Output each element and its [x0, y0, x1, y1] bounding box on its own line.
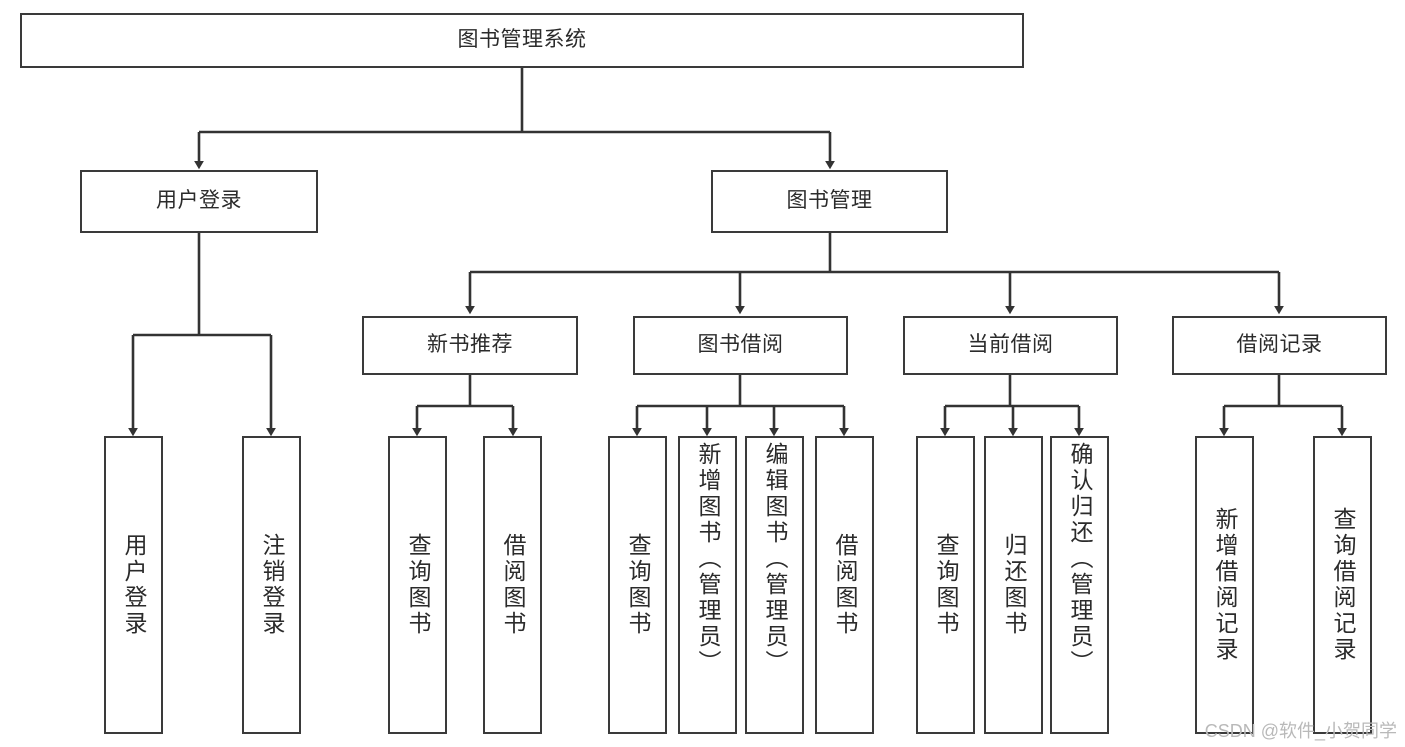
node-leaf-return-book[interactable]: 归还图书 — [984, 436, 1043, 734]
node-label: 借阅记录 — [1236, 333, 1323, 357]
node-borrow-record[interactable]: 借阅记录 — [1172, 316, 1387, 375]
node-leaf-query-record[interactable]: 查询借阅记录 — [1313, 436, 1372, 734]
node-leaf-add-book[interactable]: 新增图书（管理员） — [678, 436, 737, 734]
node-label: 查询图书 — [625, 533, 651, 637]
node-label: 新书推荐 — [427, 333, 513, 357]
node-label: 图书管理 — [786, 189, 873, 213]
node-label: 确认归还（管理员） — [1067, 442, 1093, 676]
watermark-text: CSDN @软件_小贺同学 — [1204, 721, 1397, 741]
node-leaf-borrow-book-2[interactable]: 借阅图书 — [815, 436, 874, 734]
node-label: 图书管理系统 — [457, 28, 587, 52]
node-leaf-confirm-return[interactable]: 确认归还（管理员） — [1050, 436, 1109, 734]
node-label: 查询图书 — [933, 533, 959, 637]
node-user-login[interactable]: 用户登录 — [80, 170, 318, 233]
node-leaf-user-login[interactable]: 用户登录 — [104, 436, 163, 734]
node-label: 借阅图书 — [500, 533, 526, 637]
node-label: 图书借阅 — [697, 333, 784, 357]
node-book-borrow[interactable]: 图书借阅 — [633, 316, 848, 375]
node-label: 新增借阅记录 — [1212, 507, 1238, 663]
node-book-manage[interactable]: 图书管理 — [711, 170, 948, 233]
node-label: 查询借阅记录 — [1330, 507, 1356, 663]
node-leaf-query-book-2[interactable]: 查询图书 — [608, 436, 667, 734]
node-root-system[interactable]: 图书管理系统 — [20, 13, 1024, 68]
node-label: 注销登录 — [259, 533, 285, 637]
node-label: 归还图书 — [1001, 533, 1027, 637]
node-leaf-query-book-3[interactable]: 查询图书 — [916, 436, 975, 734]
node-leaf-edit-book[interactable]: 编辑图书（管理员） — [745, 436, 804, 734]
node-label: 查询图书 — [405, 533, 431, 637]
node-current-borrow[interactable]: 当前借阅 — [903, 316, 1118, 375]
node-label: 借阅图书 — [832, 533, 858, 637]
node-label: 用户登录 — [121, 533, 147, 637]
node-new-book-recommend[interactable]: 新书推荐 — [362, 316, 578, 375]
node-leaf-query-book-1[interactable]: 查询图书 — [388, 436, 447, 734]
node-leaf-borrow-book-1[interactable]: 借阅图书 — [483, 436, 542, 734]
node-label: 用户登录 — [156, 189, 242, 213]
node-label: 编辑图书（管理员） — [762, 442, 788, 676]
node-label: 当前借阅 — [967, 333, 1054, 357]
node-leaf-add-record[interactable]: 新增借阅记录 — [1195, 436, 1254, 734]
node-label: 新增图书（管理员） — [695, 442, 721, 676]
node-leaf-user-logout[interactable]: 注销登录 — [242, 436, 301, 734]
